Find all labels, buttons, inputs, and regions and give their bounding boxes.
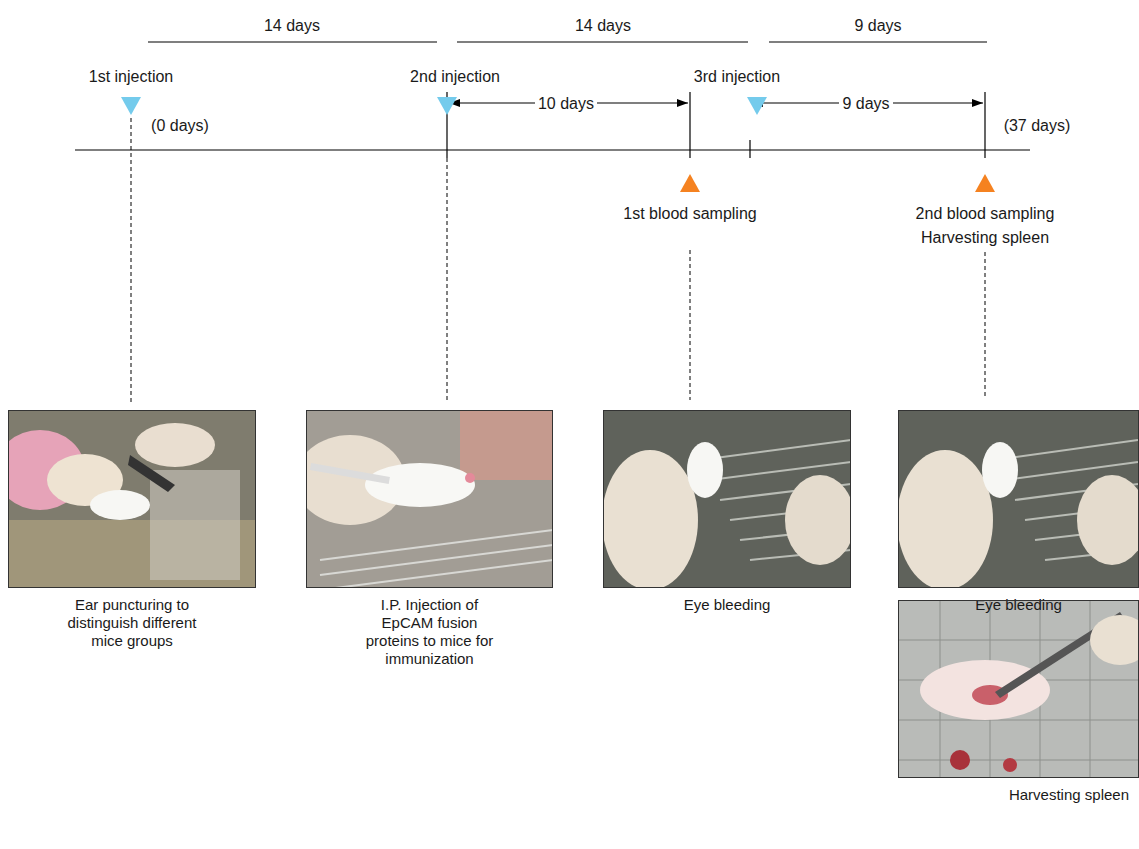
glove bbox=[785, 475, 851, 565]
duration-bar bbox=[148, 41, 437, 42]
photo-caption: Eye bleeding bbox=[627, 596, 827, 614]
photo-panel: Harvesting spleen bbox=[898, 600, 1139, 804]
photo-panel: I.P. Injection of EpCAM fusion proteins … bbox=[306, 410, 553, 668]
photo-frame bbox=[8, 410, 256, 588]
photo-frame bbox=[306, 410, 553, 588]
glove bbox=[898, 450, 993, 588]
sampling-marker bbox=[975, 174, 995, 192]
glove bbox=[603, 450, 698, 588]
photo-caption: Eye bleeding bbox=[919, 596, 1119, 614]
dashed-guide bbox=[131, 118, 132, 402]
timeline-label: 2nd injection bbox=[407, 67, 503, 86]
duration-bar bbox=[769, 41, 987, 42]
timeline-axis bbox=[75, 149, 1030, 150]
photo-caption: I.P. Injection of EpCAM fusion proteins … bbox=[364, 596, 496, 668]
blood bbox=[950, 750, 970, 770]
mouse bbox=[687, 442, 723, 498]
photo-panel: Eye bleeding bbox=[603, 410, 851, 614]
timeline-label: 14 days bbox=[572, 16, 634, 35]
injection-marker bbox=[747, 97, 767, 115]
timeline-tick bbox=[984, 92, 985, 158]
photo-frame bbox=[898, 410, 1139, 588]
photo-caption: Harvesting spleen bbox=[899, 786, 1129, 804]
timeline-tick bbox=[689, 92, 690, 158]
glove bbox=[1077, 475, 1138, 565]
background-object bbox=[460, 410, 553, 480]
mouse bbox=[920, 660, 1050, 720]
injection-marker bbox=[437, 97, 457, 115]
timeline-label: 9 days bbox=[851, 16, 904, 35]
photo-caption: Ear puncturing to distinguish different … bbox=[52, 596, 212, 650]
mouse-ear bbox=[465, 473, 475, 483]
blood bbox=[1003, 758, 1017, 772]
cage-wire bbox=[320, 530, 553, 588]
photo-frame bbox=[898, 600, 1139, 778]
timeline-label: 1st injection bbox=[86, 67, 177, 86]
syringe bbox=[310, 463, 390, 484]
glove bbox=[135, 423, 215, 467]
mouse bbox=[365, 463, 475, 507]
arrowhead bbox=[677, 99, 688, 107]
dashed-guide bbox=[447, 158, 448, 402]
arrowhead bbox=[972, 99, 983, 107]
injection-marker bbox=[121, 97, 141, 115]
mouse bbox=[982, 442, 1018, 498]
timeline-label: 9 days bbox=[839, 94, 892, 113]
photo-panel: Eye bleeding bbox=[898, 410, 1139, 614]
timeline-tick bbox=[749, 140, 750, 158]
photo-eye-bleeding bbox=[603, 410, 851, 588]
timeline-label: 2nd blood sampling bbox=[913, 204, 1058, 223]
timeline-label: 14 days bbox=[261, 16, 323, 35]
timeline-label: Harvesting spleen bbox=[918, 228, 1052, 247]
photo-injection bbox=[306, 410, 553, 588]
sampling-marker bbox=[680, 174, 700, 192]
duration-bar bbox=[457, 41, 748, 42]
photo-eye-bleeding bbox=[898, 410, 1138, 588]
mouse bbox=[90, 490, 150, 520]
photo-frame bbox=[603, 410, 851, 588]
photo-ear-puncture bbox=[8, 410, 256, 588]
dashed-guide bbox=[690, 250, 691, 400]
timeline-label: (0 days) bbox=[148, 116, 212, 135]
photo-spleen bbox=[898, 600, 1138, 778]
glove bbox=[1090, 615, 1138, 665]
timeline-label: 10 days bbox=[535, 94, 597, 113]
timeline-label: 3rd injection bbox=[691, 67, 783, 86]
timeline-label: 1st blood sampling bbox=[620, 204, 759, 223]
dashed-guide bbox=[985, 252, 986, 396]
photo-panel: Ear puncturing to distinguish different … bbox=[8, 410, 256, 650]
timeline-label: (37 days) bbox=[1001, 116, 1074, 135]
